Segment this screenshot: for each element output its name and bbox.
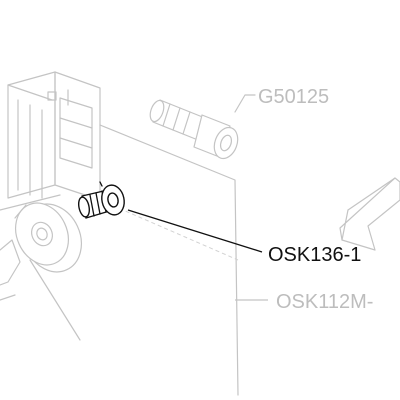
screw-part-label: OSK136-1 (268, 244, 361, 266)
mounting-plate (0, 124, 239, 396)
wheel-osk112m-part (0, 202, 82, 341)
bolt-part-label: G50125 (258, 86, 329, 108)
screw-leader-line (127, 209, 263, 253)
housing-block (7, 71, 101, 201)
bracket-part (339, 177, 400, 251)
bolt-g50125-part (149, 94, 256, 160)
screw-osk136-1-part (77, 181, 125, 219)
wheel-part-label: OSK112M- (276, 291, 373, 313)
